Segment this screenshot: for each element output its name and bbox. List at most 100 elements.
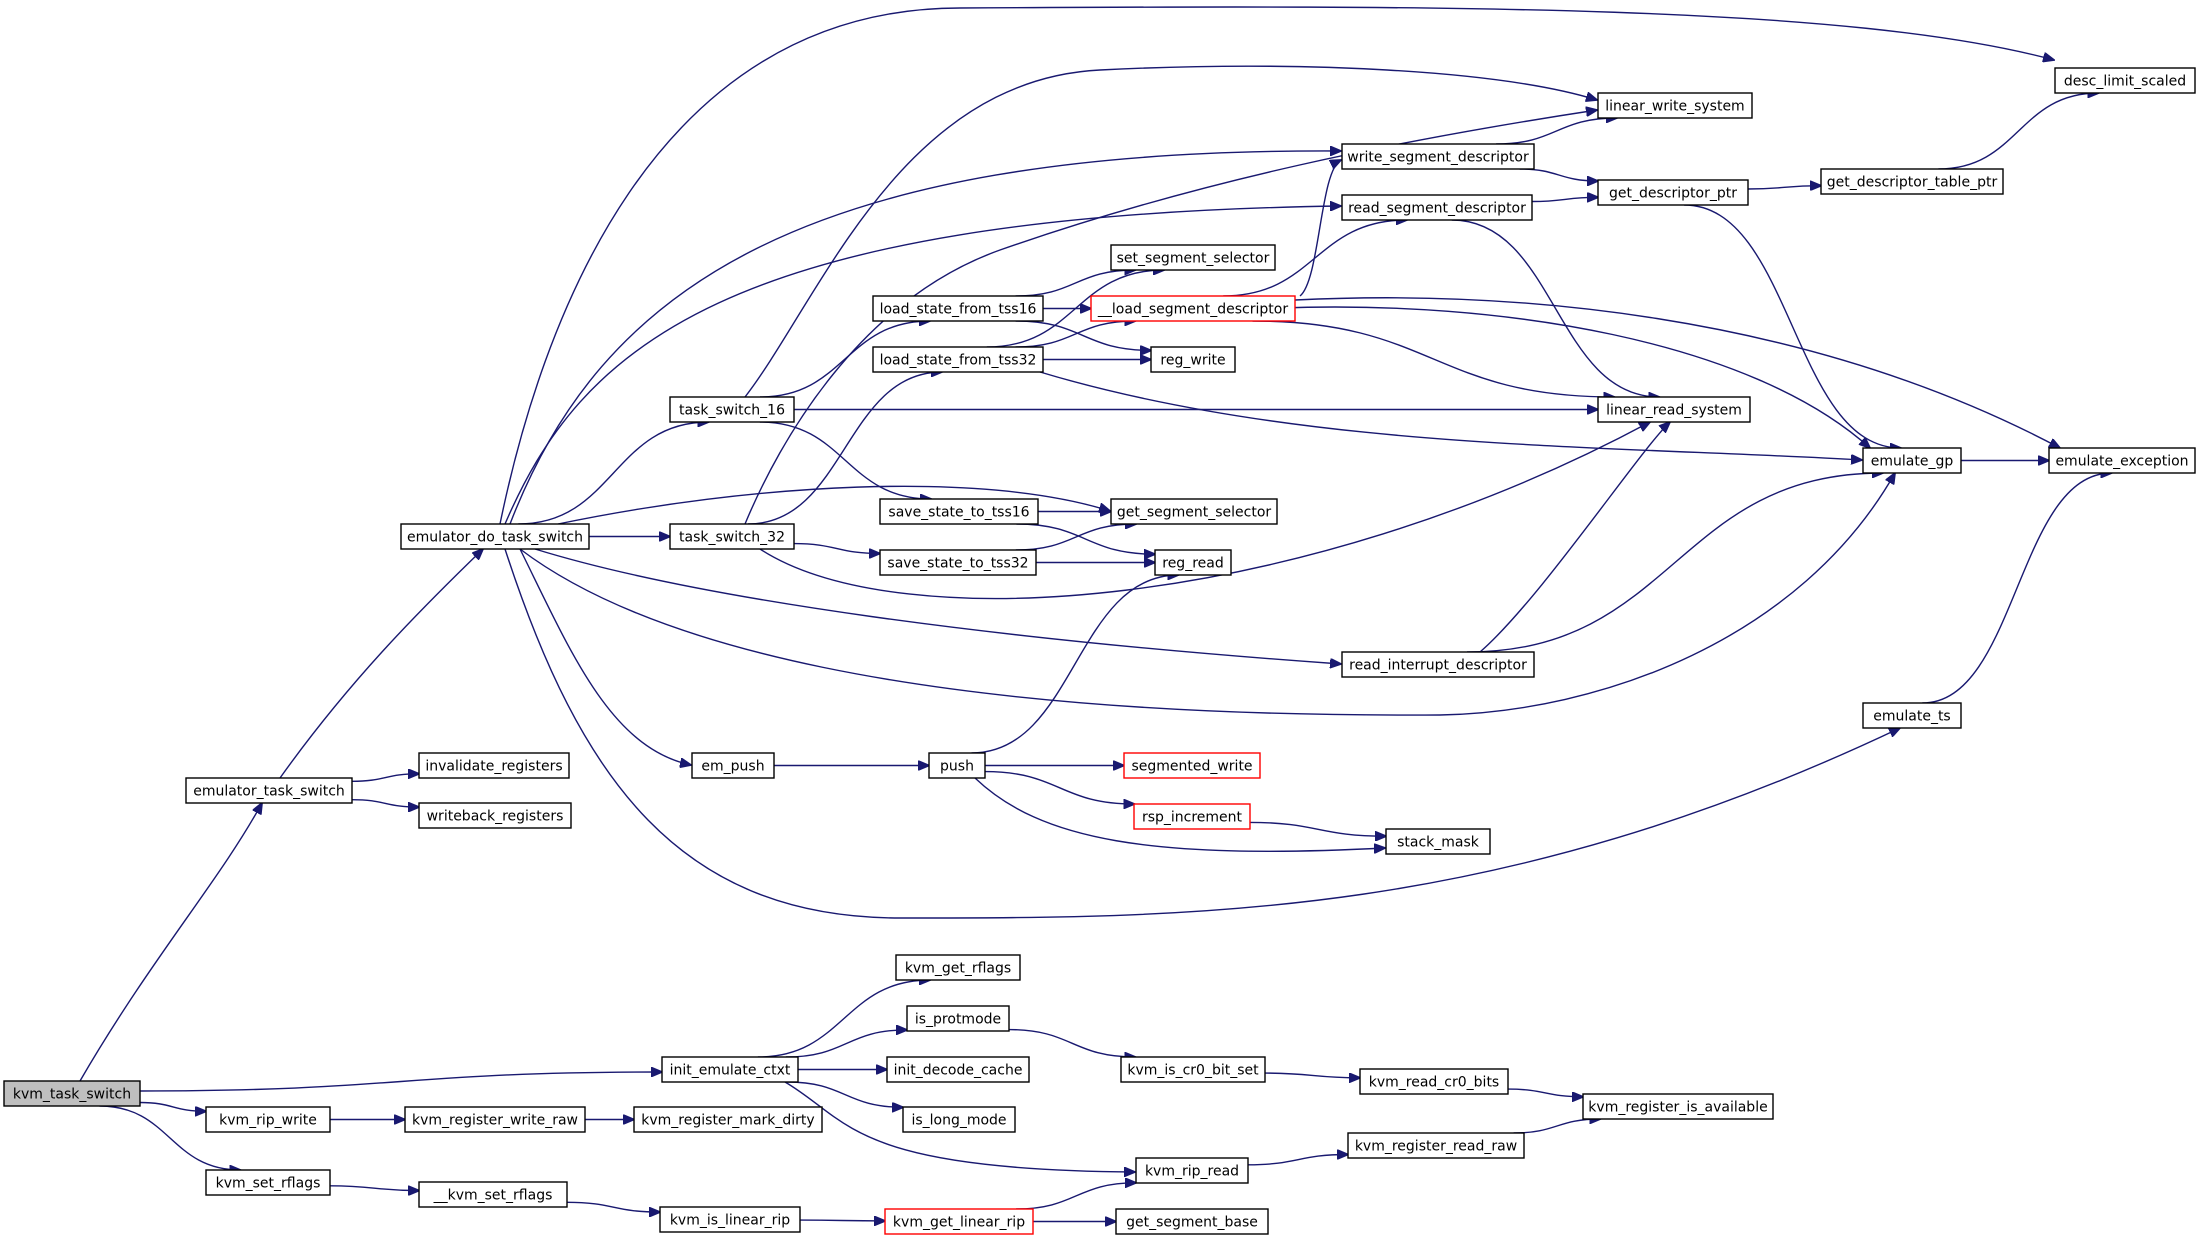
node-set-segment-selector[interactable]: set_segment_selector bbox=[1110, 244, 1276, 271]
edge-is_protmode-to-kvm_is_cr0_bit_set bbox=[1008, 1028, 1135, 1057]
node-emulate-gp[interactable]: emulate_gp bbox=[1862, 447, 1962, 474]
edge-init_emulate_ctxt-to-kvm_get_rflags bbox=[757, 980, 930, 1058]
node-linear-read-system[interactable]: linear_read_system bbox=[1597, 396, 1751, 423]
node-emulator-task-switch[interactable]: emulator_task_switch bbox=[185, 777, 353, 804]
edge-line bbox=[534, 548, 1341, 664]
node-task-switch-16[interactable]: task_switch_16 bbox=[669, 396, 795, 423]
edge-__load_segment_descriptor-to-emulate_gp bbox=[1279, 306, 1870, 448]
edge-emulate_ts-to-emulate_exception bbox=[1922, 473, 2111, 704]
node-label: write_segment_descriptor bbox=[1347, 150, 1529, 166]
node-load-segment-descriptor[interactable]: __load_segment_descriptor bbox=[1090, 295, 1296, 322]
node-label: init_emulate_ctxt bbox=[670, 1063, 791, 1079]
node-reg-read[interactable]: reg_read bbox=[1154, 549, 1232, 576]
node-get-segment-selector[interactable]: get_segment_selector bbox=[1110, 498, 1278, 525]
node-kvm-register-write-raw[interactable]: kvm_register_write_raw bbox=[404, 1106, 586, 1133]
node-label: push bbox=[940, 759, 974, 775]
node-desc-limit-scaled[interactable]: desc_limit_scaled bbox=[2054, 67, 2196, 94]
edge-line bbox=[1015, 321, 1136, 348]
edge-kvm_rip_read-to-kvm_register_read_raw bbox=[1247, 1155, 1348, 1166]
node-write-segment-descriptor[interactable]: write_segment_descriptor bbox=[1341, 143, 1535, 170]
node-save-state-to-tss16[interactable]: save_state_to_tss16 bbox=[879, 498, 1039, 525]
edge-line bbox=[1684, 204, 1901, 448]
edge-emulator_task_switch-to-emulator_do_task_switch bbox=[279, 549, 483, 779]
edge-task_switch_32-to-linear_write_system bbox=[744, 110, 1597, 525]
node-kvm-is-cr0-bit-set[interactable]: kvm_is_cr0_bit_set bbox=[1120, 1056, 1266, 1083]
node-get-descriptor-ptr[interactable]: get_descriptor_ptr bbox=[1597, 179, 1749, 206]
edge-line bbox=[1015, 320, 1151, 350]
node-get-segment-base[interactable]: get_segment_base bbox=[1115, 1208, 1269, 1235]
node-box bbox=[1341, 194, 1533, 221]
node-box bbox=[879, 498, 1039, 525]
node-label: kvm_is_cr0_bit_set bbox=[1127, 1063, 1259, 1079]
node-init-emulate-ctxt[interactable]: init_emulate_ctxt bbox=[661, 1056, 799, 1083]
node-box bbox=[1597, 179, 1749, 206]
node-box bbox=[691, 752, 775, 779]
node-label: emulate_ts bbox=[1873, 709, 1950, 725]
node-kvm-get-linear-rip[interactable]: kvm_get_linear_rip bbox=[884, 1208, 1034, 1235]
node-read-segment-descriptor[interactable]: read_segment_descriptor bbox=[1341, 194, 1533, 221]
node-kvm-rip-read[interactable]: kvm_rip_read bbox=[1135, 1157, 1249, 1184]
node-kvm-get-rflags[interactable]: kvm_get_rflags bbox=[895, 954, 1021, 981]
edge-task_switch_32-to-linear_read_system bbox=[759, 422, 1650, 600]
edge-line bbox=[747, 372, 942, 525]
node-writeback-registers[interactable]: writeback_registers bbox=[418, 802, 572, 829]
edge-__load_segment_descriptor-to-emulate_exception bbox=[1294, 297, 2060, 448]
node-kvm-is-linear-rip[interactable]: kvm_is_linear_rip bbox=[659, 1206, 801, 1233]
node-box bbox=[1597, 396, 1751, 423]
node-label: writeback_registers bbox=[427, 809, 564, 825]
node-is-protmode[interactable]: is_protmode bbox=[906, 1005, 1010, 1032]
edge-read_segment_descriptor-to-linear_read_system bbox=[1451, 219, 1660, 397]
node-kvm-register-mark-dirty[interactable]: kvm_register_mark_dirty bbox=[633, 1106, 823, 1133]
node-load-state-from-tss16[interactable]: load_state_from_tss16 bbox=[872, 295, 1044, 322]
node-invalidate-registers[interactable]: invalidate_registers bbox=[418, 752, 570, 779]
edge-push-to-rsp_increment bbox=[984, 770, 1134, 804]
edge-line bbox=[759, 421, 931, 499]
node-kvm-set-rflags[interactable]: __kvm_set_rflags bbox=[418, 1181, 568, 1208]
node-kvm-register-read-raw[interactable]: kvm_register_read_raw bbox=[1347, 1132, 1525, 1159]
node-box bbox=[1820, 168, 2004, 195]
edge-__kvm_set_rflags-to-kvm_is_linear_rip bbox=[566, 1201, 660, 1212]
node-rsp-increment[interactable]: rsp_increment bbox=[1133, 803, 1251, 830]
node-box bbox=[633, 1106, 823, 1133]
node-linear-write-system[interactable]: linear_write_system bbox=[1597, 92, 1753, 119]
node-load-state-from-tss32[interactable]: load_state_from_tss32 bbox=[872, 346, 1044, 373]
node-label: save_state_to_tss32 bbox=[887, 556, 1028, 572]
node-emulator-do-task-switch[interactable]: emulator_do_task_switch bbox=[400, 523, 590, 550]
node-box bbox=[902, 1106, 1016, 1133]
edge-kvm_set_rflags-to-__kvm_set_rflags bbox=[329, 1185, 419, 1191]
node-label: init_decode_cache bbox=[894, 1063, 1023, 1079]
node-get-descriptor-table-ptr[interactable]: get_descriptor_table_ptr bbox=[1820, 168, 2004, 195]
node-kvm-task-switch[interactable]: kvm_task_switch bbox=[3, 1080, 141, 1107]
node-label: get_segment_selector bbox=[1117, 505, 1272, 521]
edge-line bbox=[1513, 1119, 1601, 1134]
node-kvm-set-rflags[interactable]: kvm_set_rflags bbox=[205, 1169, 331, 1196]
edge-line bbox=[1747, 186, 1821, 189]
node-kvm-read-cr0-bits[interactable]: kvm_read_cr0_bits bbox=[1359, 1068, 1509, 1095]
edge-kvm_get_linear_rip-to-kvm_rip_read bbox=[1016, 1183, 1136, 1210]
node-label: segmented_write bbox=[1131, 759, 1252, 775]
node-stack-mask[interactable]: stack_mask bbox=[1385, 828, 1491, 855]
node-segmented-write[interactable]: segmented_write bbox=[1123, 752, 1261, 779]
node-kvm-register-is-available[interactable]: kvm_register_is_available bbox=[1582, 1093, 1774, 1120]
node-task-switch-32[interactable]: task_switch_32 bbox=[669, 523, 795, 550]
edge-line bbox=[1466, 473, 1883, 653]
node-label: emulator_do_task_switch bbox=[407, 530, 583, 546]
node-read-interrupt-descriptor[interactable]: read_interrupt_descriptor bbox=[1341, 651, 1535, 678]
node-label: kvm_get_rflags bbox=[905, 961, 1011, 977]
node-kvm-rip-write[interactable]: kvm_rip_write bbox=[205, 1106, 331, 1133]
node-push[interactable]: push bbox=[928, 752, 986, 779]
edge-line bbox=[787, 1081, 903, 1107]
node-reg-write[interactable]: reg_write bbox=[1150, 346, 1236, 373]
node-emulate-exception[interactable]: emulate_exception bbox=[2048, 447, 2196, 474]
node-is-long-mode[interactable]: is_long_mode bbox=[902, 1106, 1016, 1133]
edge-line bbox=[1008, 1028, 1135, 1057]
node-save-state-to-tss32[interactable]: save_state_to_tss32 bbox=[879, 549, 1037, 576]
node-box bbox=[3, 1080, 141, 1107]
edge-line bbox=[519, 473, 1895, 716]
node-init-decode-cache[interactable]: init_decode_cache bbox=[886, 1056, 1030, 1083]
nodes-layer: kvm_task_switch emulator_task_switch emula… bbox=[3, 67, 2196, 1235]
node-emulate-ts[interactable]: emulate_ts bbox=[1862, 702, 1962, 729]
edge-line bbox=[799, 1220, 885, 1221]
node-label: __load_segment_descriptor bbox=[1097, 302, 1288, 318]
node-em-push[interactable]: em_push bbox=[691, 752, 775, 779]
